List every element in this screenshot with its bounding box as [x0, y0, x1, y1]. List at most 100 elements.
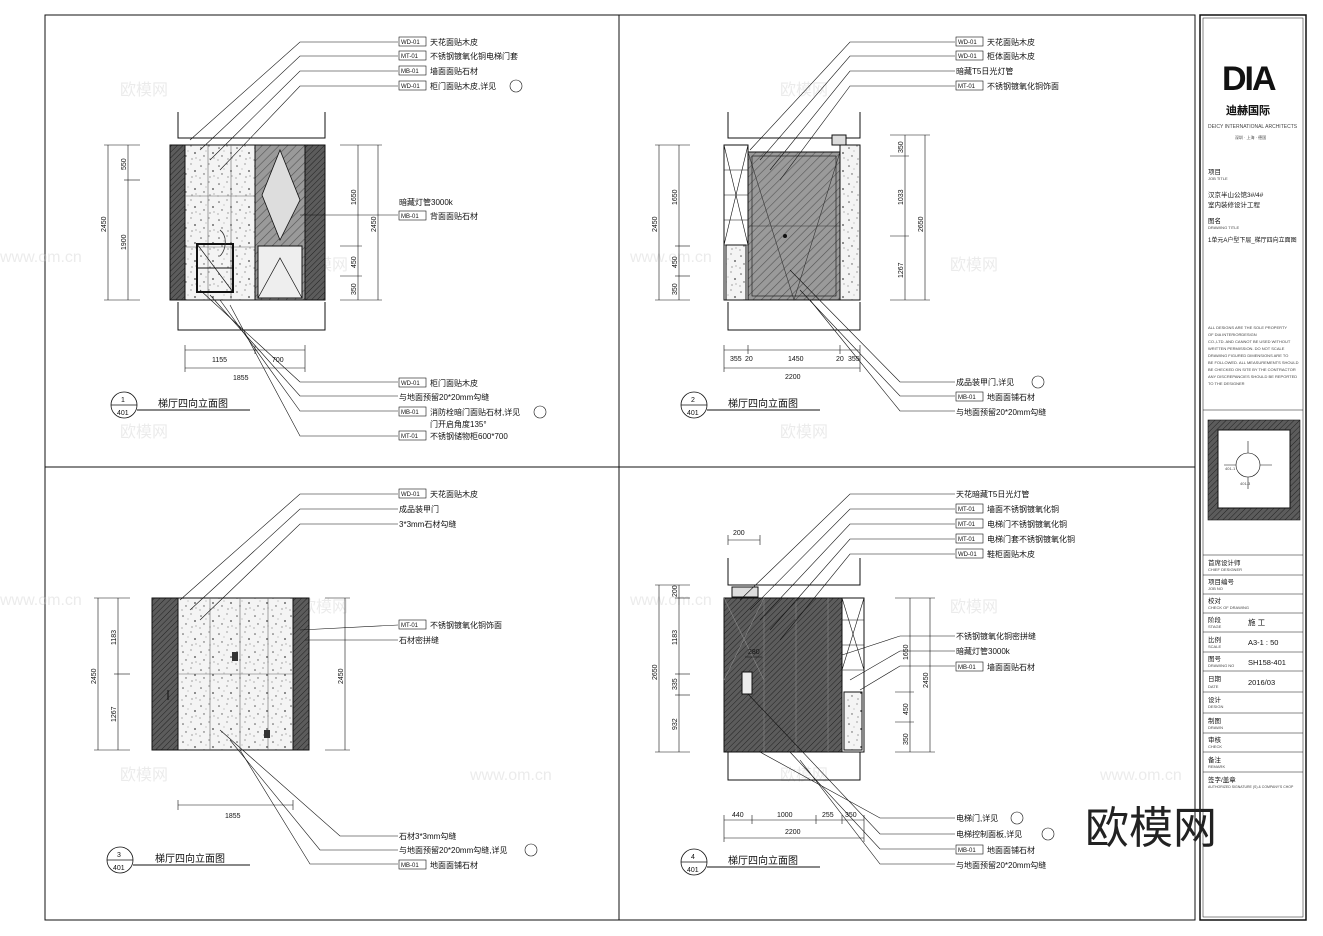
svg-text:CHECK: CHECK: [1208, 744, 1222, 749]
svg-text:成品装甲门,详见: 成品装甲门,详见: [956, 377, 1014, 387]
svg-text:20: 20: [836, 356, 844, 363]
svg-text:MT-01: MT-01: [401, 623, 419, 629]
svg-text:WD-01: WD-01: [401, 492, 420, 498]
svg-text:暗藏灯管3000k: 暗藏灯管3000k: [399, 197, 454, 207]
notes-bottom-1: WD-01 柜门面贴木皮 与地面预留20*20mm勾缝 MB-01 消防栓暗门面…: [398, 377, 547, 441]
svg-text:施 工: 施 工: [1248, 617, 1266, 627]
svg-text:WD-01: WD-01: [401, 40, 420, 46]
svg-text:梯厅四向立面图: 梯厅四向立面图: [728, 397, 798, 410]
svg-text:MT-01: MT-01: [401, 434, 419, 440]
svg-text:350: 350: [845, 812, 857, 819]
svg-text:401: 401: [117, 410, 129, 417]
notes-top-3: WD-01 天花面贴木皮 成品装甲门 3*3mm石材勾缝 MT-01 不锈钢镀氧…: [398, 488, 502, 645]
svg-text:门开启角度135°: 门开启角度135°: [430, 419, 487, 429]
svg-text:暗藏T5日光灯管: 暗藏T5日光灯管: [956, 66, 1013, 76]
info-rows: 首席设计师 CHIEF DESIGNER 项目编号 JOB NO 校对 CHEC…: [1203, 554, 1303, 789]
svg-text:350: 350: [672, 283, 679, 295]
svg-text:401: 401: [687, 410, 699, 417]
svg-text:1000: 1000: [777, 812, 793, 819]
stone-side: [839, 144, 861, 301]
svg-text:2450: 2450: [371, 216, 378, 232]
svg-text:电梯控制面板,详见: 电梯控制面板,详见: [956, 829, 1022, 839]
svg-text:1183: 1183: [111, 630, 118, 645]
svg-text:不锈钢镀氧化铜电梯门套: 不锈钢镀氧化铜电梯门套: [430, 51, 518, 61]
svg-text:BE CHECKED ON SITE BY THE CONT: BE CHECKED ON SITE BY THE CONTRACTOR: [1208, 367, 1296, 372]
dims-bottom-2: [723, 345, 861, 372]
svg-text:1650: 1650: [351, 189, 358, 205]
svg-text:柜门面贴木皮: 柜门面贴木皮: [430, 378, 478, 388]
svg-text:地面面铺石材: 地面面铺石材: [430, 860, 478, 870]
stone-wall: [184, 144, 256, 301]
diamond-inlay: [261, 148, 301, 241]
elevation-title-4: 4 401 梯厅四向立面图: [680, 848, 820, 876]
svg-text:墙面不锈钢镀氧化铜: 墙面不锈钢镀氧化铜: [987, 504, 1059, 514]
svg-text:www.om.cn: www.om.cn: [1099, 767, 1182, 784]
svg-text:700: 700: [272, 357, 284, 364]
svg-text:审核: 审核: [1208, 735, 1222, 744]
cabinet-niche: [257, 245, 303, 299]
svg-text:迪赫国际: 迪赫国际: [1226, 103, 1270, 117]
svg-text:1267: 1267: [111, 706, 118, 722]
svg-text:2: 2: [691, 397, 695, 404]
svg-text:DEICY INTERNATIONAL ARCHITECTS: DEICY INTERNATIONAL ARCHITECTS: [1208, 124, 1298, 130]
svg-text:柜门面贴木皮,详见: 柜门面贴木皮,详见: [430, 81, 496, 91]
elevation-title-3: 3 401 梯厅四向立面图: [106, 846, 250, 874]
svg-text:墙面面贴石材: 墙面面贴石材: [430, 66, 478, 76]
svg-text:欧模网: 欧模网: [780, 81, 828, 99]
svg-text:MB-01: MB-01: [958, 848, 976, 854]
svg-text:1650: 1650: [903, 644, 910, 660]
svg-text:WD-01: WD-01: [958, 40, 977, 46]
svg-text:2450: 2450: [338, 668, 345, 684]
svg-text:MT-01: MT-01: [958, 522, 976, 528]
elevator-panel: [741, 671, 753, 695]
leaders-1: [189, 41, 398, 437]
svg-text:比例: 比例: [1208, 635, 1221, 644]
svg-text:350: 350: [898, 141, 905, 153]
svg-text:2650: 2650: [652, 664, 659, 680]
svg-text:WD-01: WD-01: [958, 552, 977, 558]
svg-text:WD-01: WD-01: [401, 381, 420, 387]
notes-bottom-2: 成品装甲门,详见 MB-01 地面面铺石材 与地面预留20*20mm勾缝: [955, 375, 1046, 417]
svg-text:SH158-401: SH158-401: [1248, 658, 1286, 667]
dims-bottom-4: [723, 815, 865, 842]
svg-text:MT-01: MT-01: [958, 537, 976, 543]
svg-text:首席设计师: 首席设计师: [1208, 558, 1241, 567]
svg-text:MB-01: MB-01: [958, 665, 976, 671]
elevation-title-1: 1 401 梯厅四向立面图: [110, 391, 250, 419]
svg-text:CHECK OF DRAWING: CHECK OF DRAWING: [1208, 605, 1249, 610]
svg-text:成品装甲门: 成品装甲门: [399, 504, 439, 514]
svg-text:STAGE: STAGE: [1208, 624, 1222, 629]
svg-text:地面面铺石材: 地面面铺石材: [987, 392, 1035, 402]
svg-text:1183: 1183: [672, 630, 679, 645]
wall-left-hatch-3: [151, 597, 179, 751]
svg-text:MB-01: MB-01: [401, 69, 419, 75]
elevation-2: 2450 1650 450 350 2650 350 1033 1267 355…: [652, 36, 1059, 419]
svg-text:室内装修设计工程: 室内装修设计工程: [1208, 200, 1261, 209]
svg-text:JOB NO: JOB NO: [1208, 586, 1223, 591]
svg-text:电梯门,详见: 电梯门,详见: [956, 813, 998, 823]
svg-text:与地面预留20*20mm勾缝,详见: 与地面预留20*20mm勾缝,详见: [399, 845, 507, 855]
notes-top-2: WD-01 天花面贴木皮 WD-01 柜体面贴木皮 暗藏T5日光灯管 MT-01…: [955, 36, 1059, 91]
svg-text:汉京半山公馆3#/4#: 汉京半山公馆3#/4#: [1208, 190, 1264, 199]
title-block: DIA 迪赫国际 DEICY INTERNATIONAL ARCHITECTS …: [1199, 14, 1307, 921]
notes-top-4: 天花暗藏T5日光灯管 MT-01 墙面不锈钢镀氧化铜 MT-01 电梯门不锈钢镀…: [955, 489, 1075, 672]
svg-text:WRITTEN PERMISSION. DO NOT SCA: WRITTEN PERMISSION. DO NOT SCALE: [1208, 346, 1285, 351]
key-plan: 401-1 401-3: [1203, 409, 1303, 521]
svg-text:450: 450: [903, 703, 910, 715]
leaders-2: [749, 41, 955, 412]
svg-text:梯厅四向立面图: 梯厅四向立面图: [155, 852, 225, 865]
svg-text:石材密拼缝: 石材密拼缝: [399, 635, 439, 645]
svg-text:校对: 校对: [1208, 596, 1222, 605]
wall-right-hatch-3: [292, 597, 310, 751]
svg-text:签字/盖章: 签字/盖章: [1208, 775, 1236, 784]
svg-text:欧模网: 欧模网: [300, 598, 348, 616]
svg-text:ANY DISCREPANCIES SHOULD BE RE: ANY DISCREPANCIES SHOULD BE REPORTED: [1208, 374, 1297, 379]
svg-text:1155: 1155: [212, 357, 227, 364]
svg-text:DRAWN: DRAWN: [1208, 725, 1223, 730]
svg-text:ALL DESIGNS ARE THE SOLE PROPE: ALL DESIGNS ARE THE SOLE PROPERTY: [1208, 325, 1287, 330]
svg-text:天花暗藏T5日光灯管: 天花暗藏T5日光灯管: [956, 489, 1029, 499]
svg-text:3*3mm石材勾缝: 3*3mm石材勾缝: [399, 519, 456, 529]
svg-text:CHIEF DESIGNER: CHIEF DESIGNER: [1208, 567, 1242, 572]
svg-text:280: 280: [748, 649, 760, 656]
